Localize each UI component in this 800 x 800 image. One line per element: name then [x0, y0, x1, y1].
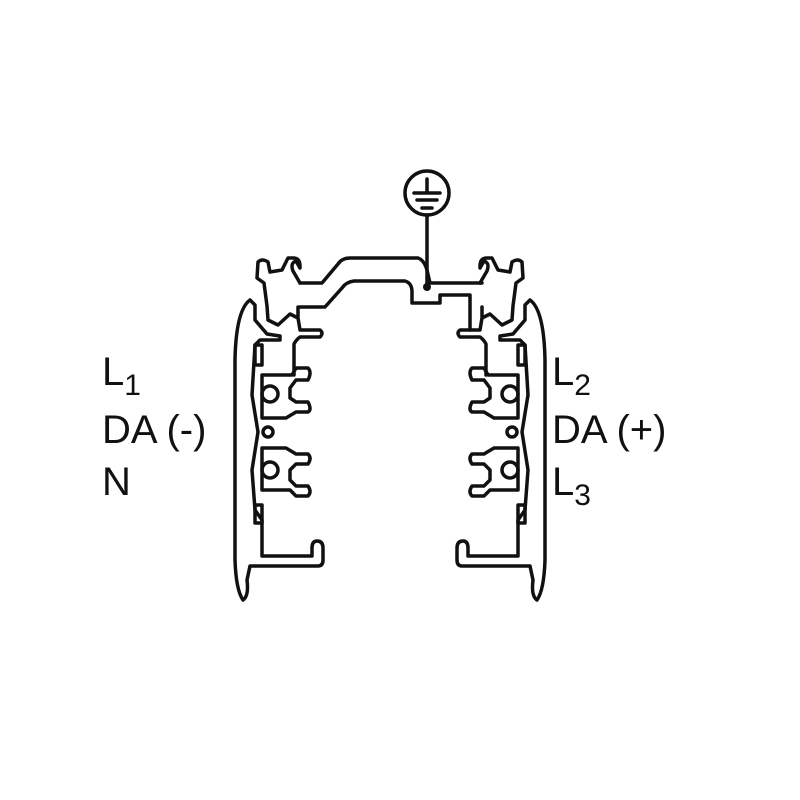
- label-l2-sub: 2: [574, 369, 591, 402]
- label-l1-sub: 1: [124, 369, 141, 402]
- top-bar-outer: [298, 256, 484, 285]
- conductor-l1: [260, 384, 280, 404]
- ground-contact-dot: [423, 283, 431, 291]
- slot-bottom: [253, 503, 264, 525]
- label-n: N: [102, 460, 131, 504]
- label-l3: L3: [552, 462, 591, 511]
- label-l3-sub: 3: [574, 479, 591, 512]
- label-l2: L2: [552, 352, 591, 401]
- clip-upper: [260, 366, 312, 420]
- label-l3-letter: L: [552, 460, 575, 504]
- slot-top: [253, 343, 264, 367]
- label-l1: L1: [102, 352, 141, 401]
- label-da-plus: DA (+): [552, 408, 667, 452]
- top-bar-inner: [298, 279, 472, 332]
- clip-lower: [260, 446, 312, 498]
- conductor-n: [260, 460, 280, 480]
- conductor-da-minus: [261, 425, 275, 439]
- label-l2-letter: L: [552, 350, 575, 394]
- skirt: [233, 298, 325, 602]
- label-da-minus: DA (-): [102, 408, 207, 452]
- left-half: [233, 256, 325, 602]
- top-bar: [298, 256, 484, 332]
- crown: [255, 256, 324, 377]
- label-l1-letter: L: [102, 350, 125, 394]
